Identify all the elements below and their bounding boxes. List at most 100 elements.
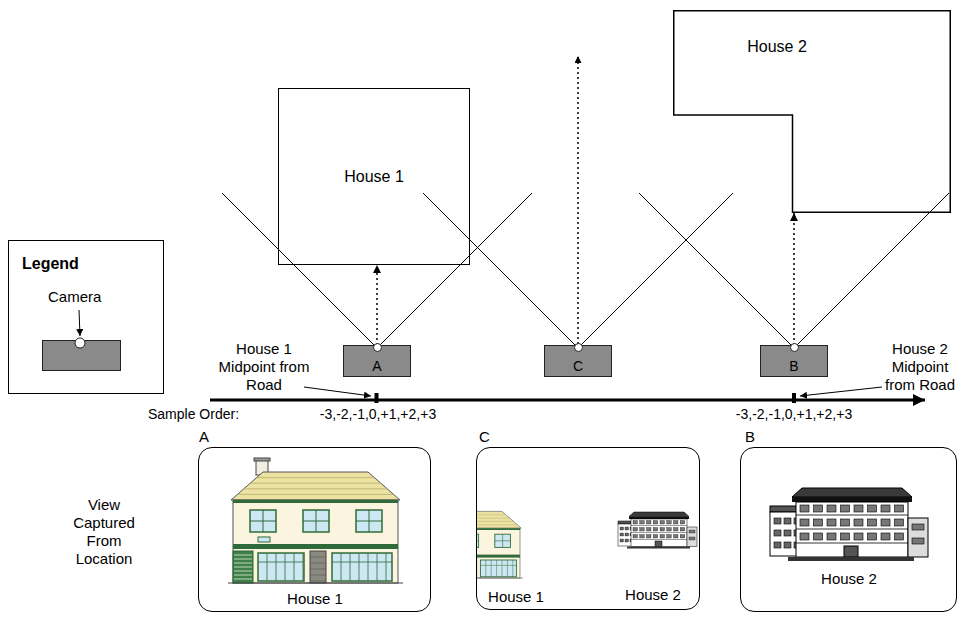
window-mullion xyxy=(512,560,513,577)
garage-slat xyxy=(234,567,252,568)
window xyxy=(674,521,679,525)
floor-line xyxy=(796,543,908,544)
building-roof xyxy=(792,488,912,497)
window xyxy=(495,534,511,547)
window xyxy=(620,539,624,542)
window xyxy=(625,527,629,530)
roof-tile-line xyxy=(237,494,393,495)
window xyxy=(647,521,652,525)
building-body xyxy=(631,519,687,547)
panel-illustration xyxy=(228,458,403,583)
window xyxy=(800,519,809,526)
view-line xyxy=(578,193,733,348)
window xyxy=(868,519,877,526)
building-wing xyxy=(687,527,697,547)
legend-item: Camera xyxy=(48,288,101,306)
chimney-cap xyxy=(254,458,270,461)
window xyxy=(774,530,781,536)
floor-line xyxy=(631,532,687,533)
garage-slat xyxy=(234,563,252,564)
view-direction-arrow xyxy=(577,56,579,344)
car-letter: B xyxy=(761,358,827,375)
window xyxy=(640,528,645,532)
roof-tile-line xyxy=(476,514,506,515)
window xyxy=(827,505,836,512)
leader-arrow xyxy=(304,387,371,396)
house-wall xyxy=(476,528,520,578)
window-mullion xyxy=(496,560,497,577)
window xyxy=(827,519,836,526)
midpoint-label: House 1 Midpoint from Road xyxy=(218,340,310,394)
window xyxy=(674,535,679,539)
roof-tile-line xyxy=(250,483,381,484)
house-label: House 2 xyxy=(727,37,827,56)
car-letter: C xyxy=(545,358,611,375)
window xyxy=(854,505,863,512)
garage-slat xyxy=(234,575,252,576)
roof-tile-line xyxy=(244,488,387,489)
floor-line xyxy=(631,525,687,526)
view-panel: AHouse 1 xyxy=(198,447,431,612)
window xyxy=(784,542,791,548)
house-picture xyxy=(770,488,928,561)
window xyxy=(620,527,624,530)
wing-roof xyxy=(770,506,808,512)
wing-roof xyxy=(618,521,637,524)
window xyxy=(647,535,652,539)
window xyxy=(640,535,645,539)
window xyxy=(868,505,877,512)
garage-slat xyxy=(234,555,252,556)
window-mullion xyxy=(386,553,387,581)
roof-band xyxy=(792,497,912,502)
leader-arrow xyxy=(79,310,80,336)
house-wall xyxy=(233,500,398,583)
window xyxy=(667,528,672,532)
window xyxy=(895,505,904,512)
window xyxy=(633,535,638,539)
window xyxy=(250,510,276,532)
window xyxy=(912,524,924,530)
panel-letter: C xyxy=(479,428,499,446)
window xyxy=(814,505,823,512)
panel-letter: B xyxy=(745,428,765,446)
window-mullion xyxy=(267,553,268,581)
window xyxy=(827,533,836,540)
window-mullion xyxy=(303,521,329,522)
building-roof xyxy=(629,512,689,517)
legend-label: Camera xyxy=(48,288,101,305)
car-box: C xyxy=(544,345,612,377)
floor-line xyxy=(796,515,908,516)
door-stone-line xyxy=(310,581,326,582)
view-direction-arrow xyxy=(376,265,378,345)
midpoint-tick xyxy=(375,393,379,403)
panel-illustration xyxy=(476,503,697,578)
legend-title: Legend xyxy=(22,254,112,273)
window-mullion xyxy=(480,565,516,566)
window xyxy=(895,519,904,526)
picture-caption: House 1 xyxy=(265,590,365,608)
window xyxy=(303,510,329,532)
window-mullion xyxy=(341,553,342,581)
midpoint-label: House 2 Midpoint from Road xyxy=(875,340,965,394)
roof-tile-line xyxy=(257,477,375,478)
window-mullion xyxy=(276,553,277,581)
leader-arrow xyxy=(800,387,882,396)
building-base xyxy=(788,557,914,561)
house-picture xyxy=(476,503,523,578)
garage-slat xyxy=(234,571,252,572)
window xyxy=(653,535,658,539)
window xyxy=(841,533,850,540)
trim-band xyxy=(476,528,520,530)
window-mullion xyxy=(359,553,360,581)
window xyxy=(689,530,695,533)
window xyxy=(854,533,863,540)
window xyxy=(784,518,791,524)
roof-tile-line xyxy=(476,518,510,519)
axis-title: Sample Order: xyxy=(148,406,258,423)
window xyxy=(356,510,382,532)
window-mullion xyxy=(332,562,392,563)
car-letter: A xyxy=(344,358,410,375)
window xyxy=(647,528,652,532)
roof-tile-line xyxy=(476,521,514,522)
